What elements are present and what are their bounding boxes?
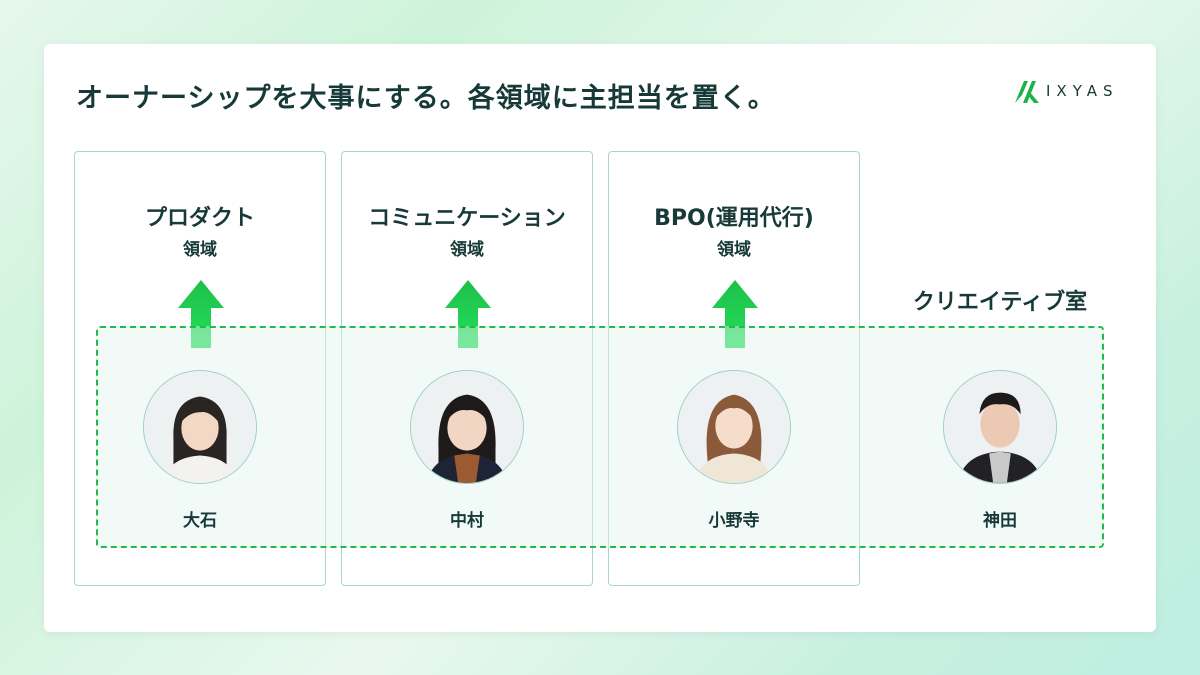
creative-room-band [96, 326, 1104, 548]
domain-sub: 領域 [183, 240, 217, 260]
avatar [143, 370, 257, 484]
domain-name: コミュニケーション [368, 206, 566, 231]
up-arrow-icon [445, 280, 491, 348]
person-name: 中村 [450, 511, 484, 531]
domain-box-product: プロダクト 領域 [74, 151, 326, 586]
person-name: 大石 [183, 511, 217, 531]
slide-card: オーナーシップを大事にする。各領域に主担当を置く。 IXYAS プロダクト 領域… [44, 44, 1156, 632]
domain-name: プロダクト [144, 206, 255, 231]
person-avatar-icon [411, 371, 523, 483]
slide-title: オーナーシップを大事にする。各領域に主担当を置く。 [76, 83, 776, 114]
person-card: 神田 [874, 370, 1126, 531]
avatar [677, 370, 791, 484]
person-avatar-icon [144, 371, 256, 483]
person-name: 神田 [983, 511, 1017, 531]
logo-text: IXYAS [1046, 82, 1119, 100]
person-card: 中村 [341, 370, 593, 531]
domain-sub: 領域 [450, 240, 484, 260]
up-arrow-icon [712, 280, 758, 348]
domain-name: BPO(運用代行) [654, 206, 814, 231]
domain-sub: 領域 [717, 240, 751, 260]
creative-room-label: クリエイティブ室 [912, 290, 1088, 315]
avatar [410, 370, 524, 484]
avatar [943, 370, 1057, 484]
ixyas-logo: IXYAS [1012, 76, 1132, 106]
ixyas-logo-icon [1015, 81, 1039, 103]
person-name: 小野寺 [708, 511, 760, 531]
person-avatar-icon [678, 371, 790, 483]
person-card: 大石 [74, 370, 326, 531]
up-arrow-icon [178, 280, 224, 348]
domain-box-bpo: BPO(運用代行) 領域 [608, 151, 860, 586]
person-card: 小野寺 [608, 370, 860, 531]
domain-box-communication: コミュニケーション 領域 [341, 151, 593, 586]
person-avatar-icon [944, 371, 1056, 483]
